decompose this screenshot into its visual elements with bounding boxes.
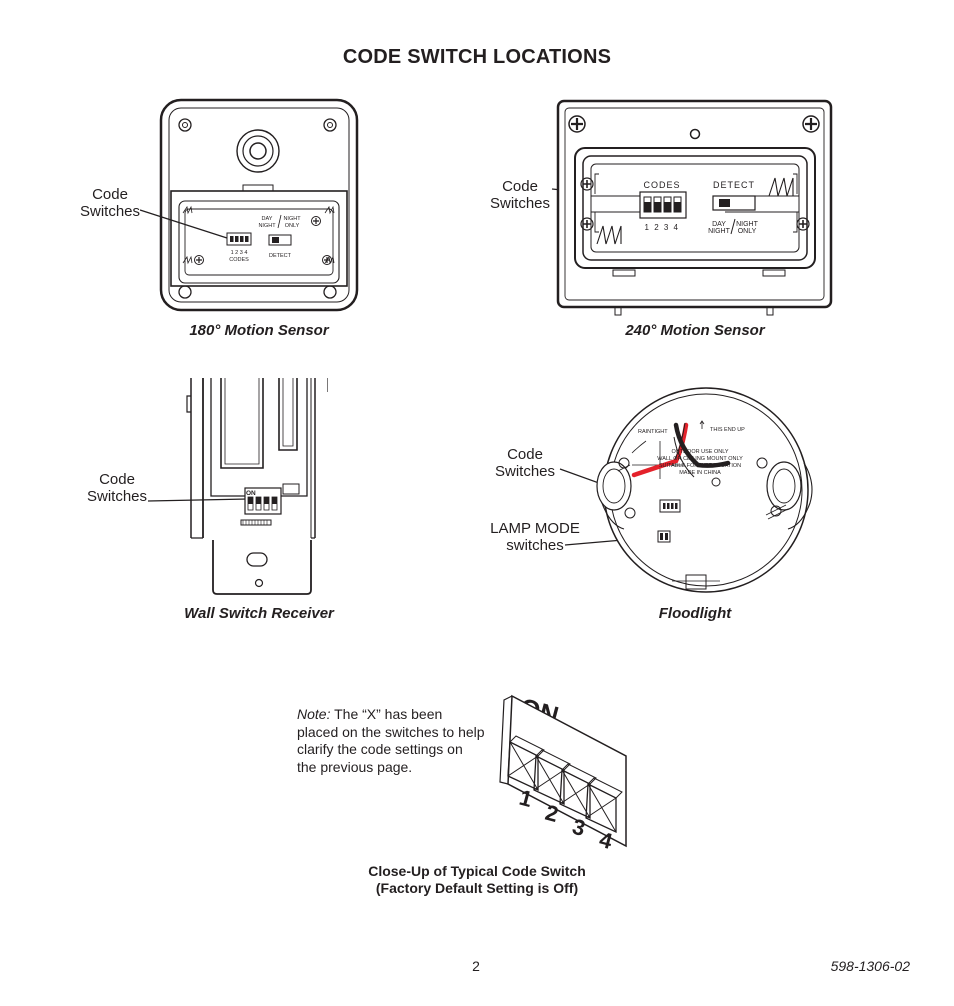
sensor-180-codes-label: CODES xyxy=(229,257,249,263)
sensor-240-detect-label: DETECT xyxy=(713,180,755,190)
closeup-caption: Close-Up of Typical Code Switch (Factory… xyxy=(327,863,627,897)
floodlight-line1: OUTDOOR USE ONLY xyxy=(671,449,728,455)
sensor-240-codes-label: CODES xyxy=(643,180,680,190)
sensor-240-only-label: ONLY xyxy=(738,228,757,235)
wall-switch-on-label: ON xyxy=(246,490,256,497)
caption-180-motion-sensor: 180° Motion Sensor xyxy=(189,322,329,339)
floodlight-line3: SUITABLE FOR WET LOCATION xyxy=(659,463,741,469)
callout-line1: Code xyxy=(507,446,543,463)
code-switch-closeup-illustration: ON 1 2 3 4 xyxy=(499,692,627,850)
callout-line2: Switches xyxy=(489,195,551,212)
caption-240-motion-sensor: 240° Motion Sensor xyxy=(625,322,765,339)
sensor-240-night-label: NIGHT xyxy=(708,228,731,235)
callout-line1: Code xyxy=(92,186,128,203)
floodlight-illustration: RAINTIGHT THIS END UP OUTDOOR USE ONLY W… xyxy=(596,387,813,593)
sensor-180-day-label: DAY xyxy=(262,216,273,222)
sensor-240-numbers-label: 1 2 3 4 xyxy=(645,223,680,232)
closeup-caption-line1: Close-Up of Typical Code Switch xyxy=(368,863,586,879)
document-code: 598-1306-02 xyxy=(830,958,910,974)
note-paragraph: Note: The “X” has been placed on the swi… xyxy=(297,706,485,776)
floodlight-line4: MADE IN CHINA xyxy=(679,470,721,476)
callout-line1: Code xyxy=(502,178,538,195)
callout-line2: switches xyxy=(506,537,564,554)
callout-line2: Switches xyxy=(79,203,141,220)
callout-code-switches-flood: Code Switches xyxy=(485,446,565,480)
callout-line1: Code xyxy=(99,471,135,488)
sensor-180-night-label: NIGHT xyxy=(258,223,276,229)
callout-line1: LAMP MODE xyxy=(490,520,580,537)
sensor-180-only-label: ONLY xyxy=(285,223,300,229)
sensor-180-night-col-label: NIGHT xyxy=(283,216,301,222)
sensor-180-numbers-label: 1 2 3 4 xyxy=(231,250,248,256)
callout-code-switches-wall: Code Switches xyxy=(78,471,156,505)
sensor-240-day-label: DAY xyxy=(712,221,726,228)
closeup-number-4: 4 xyxy=(597,827,616,850)
callout-code-switches-180: Code Switches xyxy=(70,186,150,220)
sensor-240-night-col-label: NIGHT xyxy=(736,221,759,228)
floodlight-this-end-up-label: THIS END UP xyxy=(710,427,745,433)
floodlight-line2: WALL OR CEILING MOUNT ONLY xyxy=(657,456,743,462)
callout-lamp-mode-switches: LAMP MODE switches xyxy=(484,520,586,554)
callout-line2: Switches xyxy=(494,463,556,480)
note-lead: Note: xyxy=(297,706,331,722)
closeup-caption-line2: (Factory Default Setting is Off) xyxy=(375,880,579,896)
page-title: CODE SWITCH LOCATIONS xyxy=(342,46,612,68)
callout-code-switches-240: Code Switches xyxy=(478,178,562,212)
caption-wall-switch-receiver: Wall Switch Receiver xyxy=(184,605,334,622)
sensor-180-detect-label: DETECT xyxy=(269,253,292,259)
page-number: 2 xyxy=(472,958,480,974)
sensor-240-illustration: CODES DETECT 1 2 3 4 DAY NIGHT NIGHT ONL… xyxy=(556,99,833,316)
callout-line2: Switches xyxy=(86,488,148,505)
sensor-180-illustration: DAY NIGHT NIGHT ONLY 1 2 3 4 CODES DETEC… xyxy=(159,98,359,312)
caption-floodlight: Floodlight xyxy=(658,605,732,622)
floodlight-raintight-label: RAINTIGHT xyxy=(638,429,668,435)
note-body: The “X” has been placed on the switches … xyxy=(297,706,485,775)
wall-switch-illustration: ON xyxy=(186,378,328,595)
